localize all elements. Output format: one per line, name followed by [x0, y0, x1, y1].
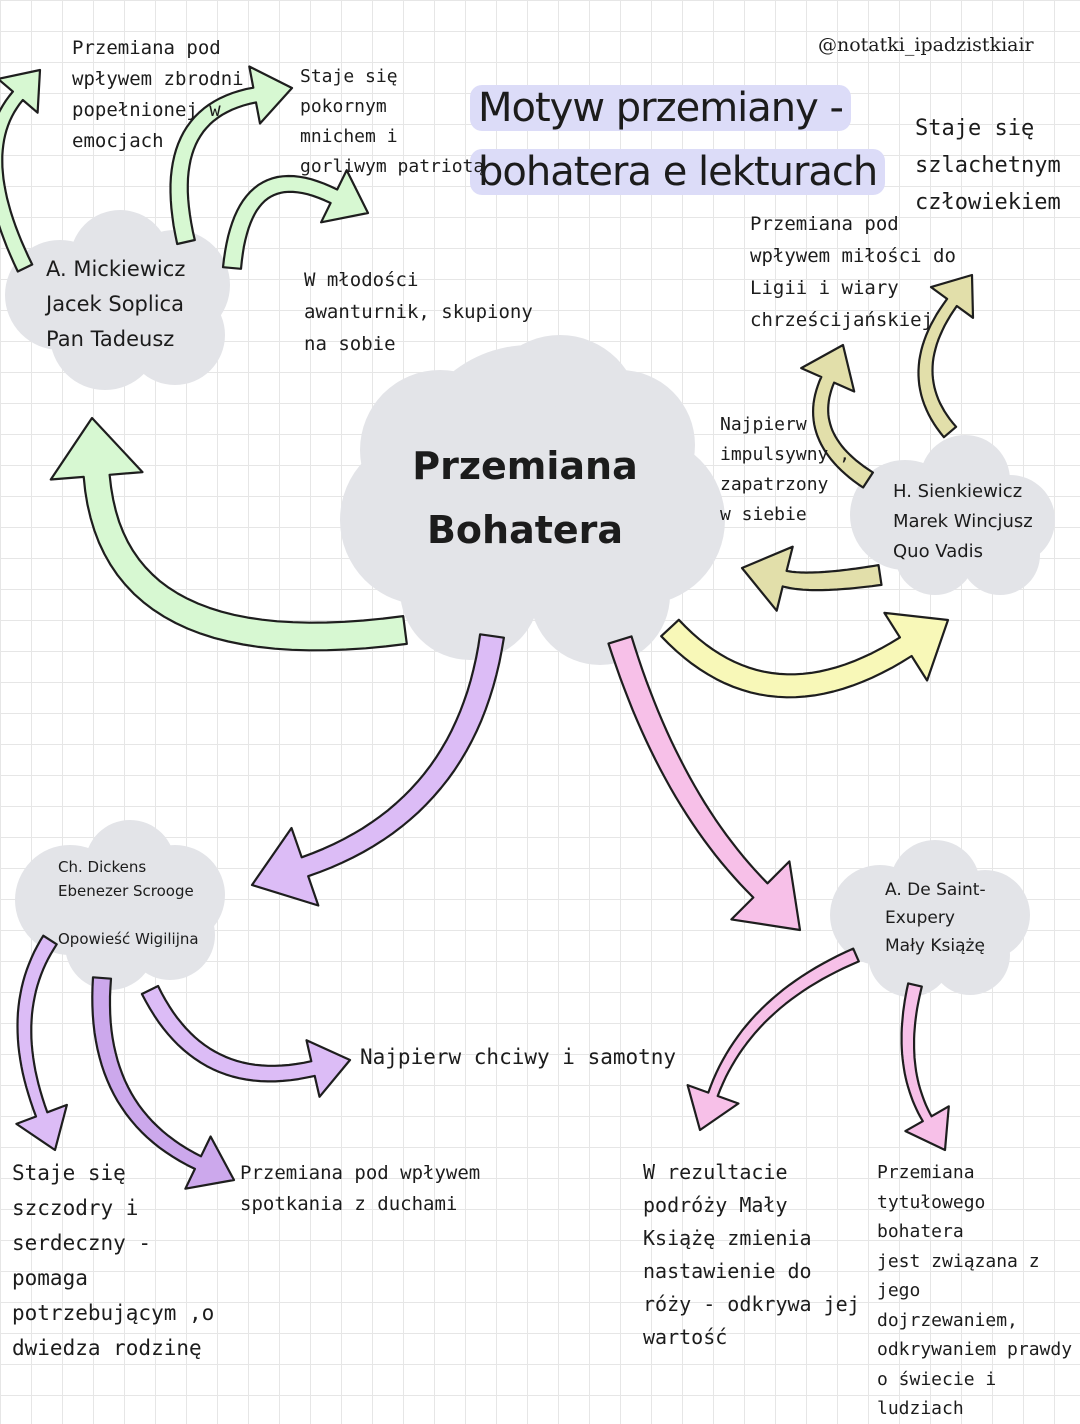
arrow-dickens-after	[15, 934, 68, 1152]
mickiewicz-before: W młodości awanturnik, skupiony na sobie	[304, 269, 533, 355]
author-handle: @notatki_ipadzistkiair	[818, 34, 1034, 56]
cloud-dickens	[15, 820, 225, 990]
arrow-mickiewicz-change	[0, 68, 42, 273]
page-title: Motyw przemiany - bohatera e lekturach	[470, 12, 886, 204]
dickens-before: Najpierw chciwy i samotny	[360, 1045, 677, 1069]
arrow-center-to-dickens	[250, 633, 505, 907]
arrow-mickiewicz-before	[221, 169, 370, 270]
node-dickens: Ch. Dickens Ebenezer Scrooge Opowieść Wi…	[58, 858, 199, 948]
arrow-center-to-sienkiewicz	[660, 611, 950, 699]
arrow-dickens-change	[91, 976, 236, 1190]
arrow-mickiewicz-after	[169, 65, 294, 246]
mickiewicz-after: Staje się pokornym mnichem i gorliwym pa…	[300, 66, 485, 177]
arrow-center-to-mickiewicz	[49, 416, 408, 652]
exupery-maturing: Przemiana tytułowego bohatera jest związ…	[877, 1162, 1073, 1419]
mind-map-diagram	[0, 65, 1055, 1190]
arrow-center-to-exupery	[607, 635, 802, 932]
arrow-sienkiewicz-after	[917, 273, 975, 439]
node-sienkiewicz: H. Sienkiewicz Marek Wincjusz Quo Vadis	[893, 481, 1033, 562]
sienkiewicz-before: Najpierw impulsywny , zapatrzony w siebi…	[720, 414, 851, 525]
node-mickiewicz: A. Mickiewicz Jacek Soplica Pan Tadeusz	[46, 257, 186, 351]
dickens-change: Przemiana pod wpływem spotkania z ducham…	[240, 1162, 481, 1215]
mickiewicz-change: Przemiana pod wpływem zbrodni popełnione…	[72, 37, 244, 152]
cloud-mickiewicz	[5, 210, 230, 390]
sienkiewicz-change: Przemiana pod wpływem miłości do Ligii i…	[750, 213, 956, 331]
cloud-center	[340, 335, 725, 665]
central-topic: Przemiana Bohatera	[412, 444, 638, 552]
arrow-sienkiewicz-change	[800, 343, 874, 489]
sienkiewicz-after: Staje się szlachetnym człowiekiem	[915, 116, 1061, 215]
node-exupery: A. De Saint- Exupery Mały Książę	[885, 880, 986, 956]
cloud-sienkiewicz	[850, 435, 1055, 595]
arrow-dickens-before	[140, 984, 352, 1098]
page-title-text: Motyw przemiany - bohatera e lekturach	[470, 85, 886, 195]
arrow-sienkiewicz-before	[740, 545, 883, 612]
arrow-exupery-journey	[686, 947, 860, 1132]
cloud-exupery	[830, 840, 1030, 997]
dickens-after: Staje się szczodry i serdeczny - pomaga …	[12, 1161, 215, 1360]
exupery-journey: W rezultacie podróży Mały Książę zmienia…	[643, 1160, 860, 1349]
arrow-exupery-maturing	[900, 982, 950, 1152]
